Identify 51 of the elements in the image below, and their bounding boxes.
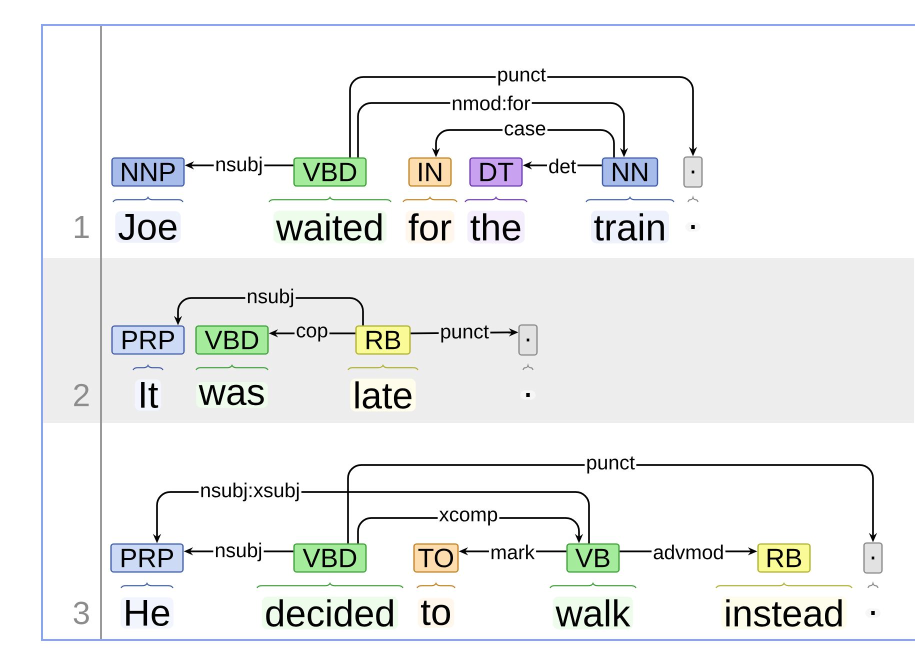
word: the (467, 210, 525, 244)
word: to (418, 598, 454, 628)
edge-label: det (547, 157, 578, 175)
edge-label: mark (488, 543, 536, 561)
tag-box: TO (413, 543, 459, 573)
word: walk (553, 596, 633, 630)
edge-label: nsubj:xsubj (198, 481, 302, 503)
tag-box: VBD (293, 157, 367, 187)
tag-box: NN (602, 157, 658, 187)
edge-label: nmod:for (450, 94, 532, 112)
tag-box: . (683, 156, 703, 188)
edge-label: advmod (652, 543, 726, 561)
edge-label: nsubj (213, 541, 264, 563)
tag-box: NNP (111, 157, 185, 187)
word: was (196, 382, 268, 408)
word: Joe (115, 211, 181, 243)
tag-box: VBD (293, 543, 367, 573)
tag-box: DT (469, 157, 523, 187)
word: waited (273, 210, 387, 244)
edge-label: nsubj (214, 155, 264, 177)
tag-box: . (518, 324, 538, 356)
word: for (406, 210, 454, 244)
word: decided (262, 596, 398, 630)
edge-label: cop (294, 325, 330, 343)
edge-label: nsubj (245, 287, 296, 309)
tag-box: RB (757, 543, 811, 573)
row-number: 3 (74, 602, 89, 624)
word: . (865, 608, 881, 618)
word: train (591, 210, 669, 244)
row-number: 2 (74, 384, 89, 406)
word: . (520, 390, 536, 400)
word: . (685, 222, 701, 232)
word: It (134, 379, 162, 411)
row-number: 1 (74, 216, 89, 238)
tag-box: VBD (195, 325, 269, 355)
word: late (350, 378, 416, 412)
edge-label: punct (438, 324, 490, 344)
arrow (349, 76, 698, 158)
word: He (120, 597, 174, 629)
tag-box: IN (408, 157, 452, 187)
tag-box: PRP (111, 325, 185, 355)
tag-box: VB (566, 543, 620, 573)
edge-label: case (502, 123, 548, 137)
edge-label: punct (584, 455, 636, 475)
tag-box: PRP (110, 543, 184, 573)
word: instead (721, 596, 847, 630)
tag-box: RB (355, 325, 411, 355)
edge-label: punct (496, 67, 548, 87)
tag-box: . (863, 542, 883, 574)
edge-label: xcomp (438, 509, 500, 527)
arrow (347, 464, 878, 544)
